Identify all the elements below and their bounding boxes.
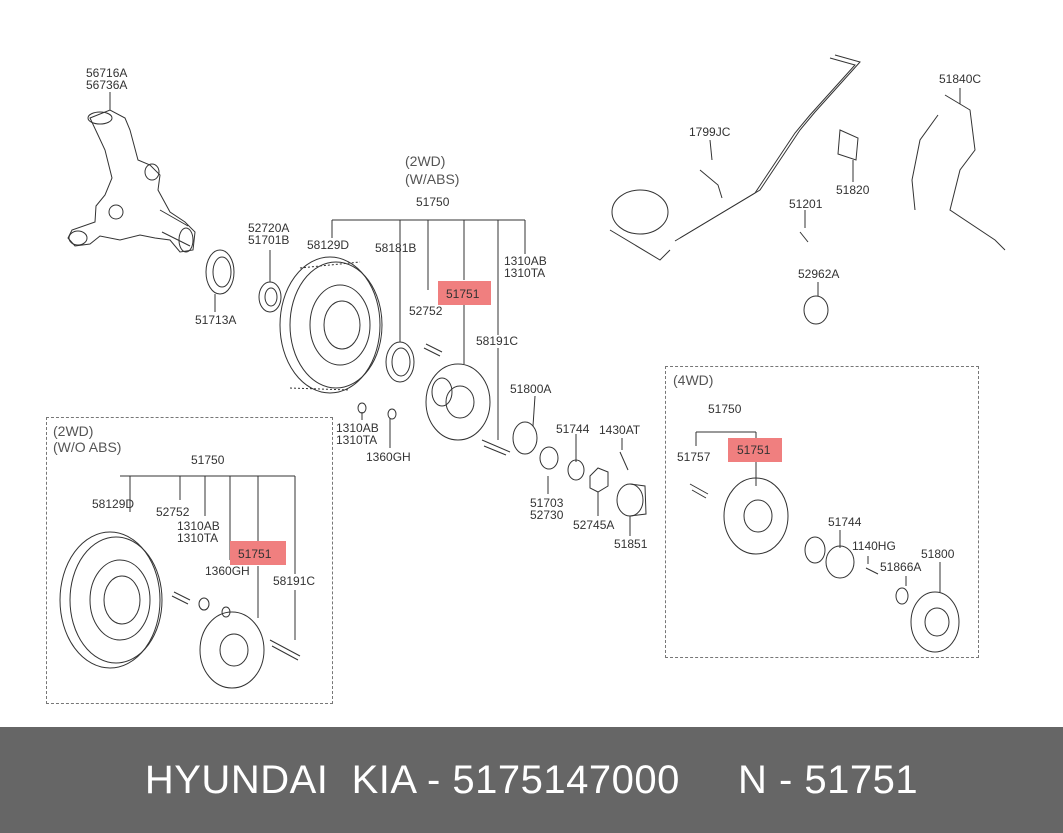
label-top-52752: 52752	[409, 304, 443, 318]
label-51851: 51851	[614, 537, 648, 551]
label-right-1140HG: 1140HG	[852, 539, 896, 553]
label-51201: 51201	[789, 197, 823, 211]
leader-lines-top	[109, 88, 961, 536]
leader-lines-left	[120, 475, 296, 640]
tone-ring-drawing	[385, 341, 415, 383]
label-right-51757: 51757	[677, 450, 711, 464]
footer-bar: HYUNDAI KIA - 5175147000 N - 51751	[0, 727, 1063, 833]
label-top-1310TA: 1310TA	[504, 266, 546, 280]
exploded-parts-diagram	[59, 54, 1006, 689]
hub-bolt-drawing	[481, 439, 511, 456]
right-stud-drawing	[689, 483, 709, 499]
footer-caption: HYUNDAI KIA - 5175147000 N - 51751	[0, 727, 1063, 833]
label-nut-1310AB: 1310AB	[336, 421, 379, 435]
right-variant-box	[665, 366, 979, 658]
hub-cap-drawing	[616, 483, 647, 517]
label-left-2wd: (2WD)	[53, 423, 94, 439]
label-top-58181B: 58181B	[375, 241, 417, 255]
label-right-51750: 51750	[708, 402, 742, 416]
footer-spacer	[680, 758, 738, 803]
stud-drawing	[423, 343, 443, 357]
right-oring-drawing	[895, 587, 909, 605]
label-right-4wd: (4WD)	[673, 372, 714, 388]
label-left-51751: 51751	[238, 547, 272, 561]
label-washer-1360GH: 1360GH	[366, 450, 411, 464]
label-1430AT: 1430AT	[599, 423, 641, 437]
label-51703: 51703	[530, 496, 564, 510]
label-top-wabs: (W/ABS)	[405, 171, 460, 187]
footer-brand-part-number: HYUNDAI KIA - 5175147000	[144, 757, 680, 802]
label-right-51751: 51751	[737, 443, 771, 457]
label-top-1310AB: 1310AB	[504, 254, 547, 268]
label-top-51751: 51751	[446, 287, 480, 301]
label-52745A: 52745A	[573, 518, 615, 532]
label-right-51744: 51744	[828, 515, 862, 529]
right-locking-hub-drawing	[910, 591, 960, 653]
castle-nut-drawing	[589, 467, 609, 493]
left-bolt-drawing	[269, 639, 301, 661]
label-left-1310TA: 1310TA	[177, 531, 219, 545]
label-top-51750: 51750	[416, 195, 450, 209]
highlight-top-51751	[438, 281, 491, 305]
flange-drawing	[512, 421, 538, 455]
label-right-51800: 51800	[921, 547, 955, 561]
label-52962A: 52962A	[798, 267, 840, 281]
label-left-1360GH: 1360GH	[205, 564, 250, 578]
label-left-58129D: 58129D	[92, 497, 135, 511]
wheel-hub-drawing	[425, 363, 491, 441]
abs-sensor-wire-drawing	[911, 94, 1006, 251]
label-52730: 52730	[530, 508, 564, 522]
left-hub-drawing	[199, 611, 265, 689]
label-left-1310AB: 1310AB	[177, 519, 220, 533]
highlight-left-51751	[230, 541, 286, 565]
label-51713A: 51713A	[195, 313, 237, 327]
inner-bearing-drawing	[539, 446, 559, 470]
left-variant-box	[46, 417, 333, 704]
steering-knuckle-drawing	[67, 109, 196, 253]
highlight-right-51751	[728, 438, 782, 462]
label-51840C: 51840C	[939, 72, 982, 86]
label-top-58129D: 58129D	[307, 238, 350, 252]
label-1799JC: 1799JC	[689, 125, 731, 139]
label-56716A: 56716A	[86, 66, 128, 80]
footer-reference-number: N - 51751	[737, 757, 919, 802]
label-56736A: 56736A	[86, 78, 128, 92]
right-seal-drawing	[804, 536, 826, 564]
label-nut-1310TA: 1310TA	[336, 433, 378, 447]
label-51744: 51744	[556, 422, 590, 436]
nut-drawing	[357, 402, 367, 414]
label-left-woabs: (W/O ABS)	[53, 439, 122, 455]
right-bolt-drawing	[865, 567, 879, 575]
label-51820: 51820	[836, 183, 870, 197]
left-disc-drawing	[59, 531, 163, 669]
bearing-ring-drawing	[258, 281, 282, 313]
label-top-51800A: 51800A	[510, 382, 552, 396]
label-right-51866A: 51866A	[880, 560, 922, 574]
label-left-52752: 52752	[156, 505, 190, 519]
left-nut-drawing	[198, 597, 210, 611]
label-51701B: 51701B	[248, 233, 290, 247]
label-left-51750: 51750	[191, 453, 225, 467]
oil-seal-drawing	[205, 249, 235, 295]
brake-disc-drawing	[279, 256, 383, 394]
brake-line-drawing	[609, 54, 861, 325]
leader-lines-right	[695, 431, 941, 592]
label-top-58191C: 58191C	[476, 334, 519, 348]
label-52720A: 52720A	[248, 221, 290, 235]
cotter-pin-drawing	[619, 451, 629, 471]
label-top-2wd: (2WD)	[405, 153, 446, 169]
washer-drawing	[387, 408, 397, 420]
lock-washer-drawing	[567, 459, 585, 481]
left-stud-drawing	[171, 591, 191, 605]
label-left-58191C: 58191C	[273, 574, 316, 588]
